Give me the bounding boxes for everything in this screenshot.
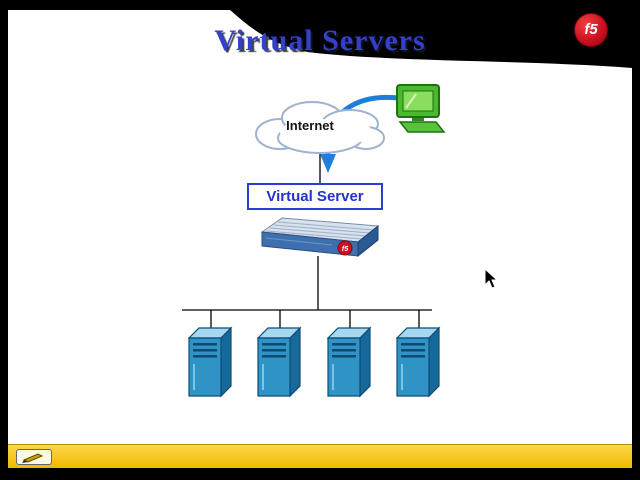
server-tower-icon xyxy=(187,324,234,398)
swoosh-decoration xyxy=(230,10,632,68)
server-pool xyxy=(187,324,442,400)
bigip-appliance-icon: f5 xyxy=(260,217,380,258)
slide: Virtual Servers f5 xyxy=(8,10,632,468)
f5-logo: f5 xyxy=(574,13,608,47)
pen-tool-button[interactable] xyxy=(16,449,52,465)
pen-icon xyxy=(22,453,44,463)
server-tower-icon xyxy=(326,324,373,398)
cloud-label: Internet xyxy=(286,118,334,133)
annotation-toolbar xyxy=(8,444,632,468)
appliance-logo: f5 xyxy=(342,246,348,253)
page-title: Virtual Servers xyxy=(214,24,426,57)
client-computer-icon xyxy=(396,84,446,133)
mouse-cursor xyxy=(484,268,499,289)
virtual-server-box: Virtual Server xyxy=(247,183,383,210)
server-tower-icon xyxy=(395,324,442,398)
server-tower-icon xyxy=(256,324,303,398)
